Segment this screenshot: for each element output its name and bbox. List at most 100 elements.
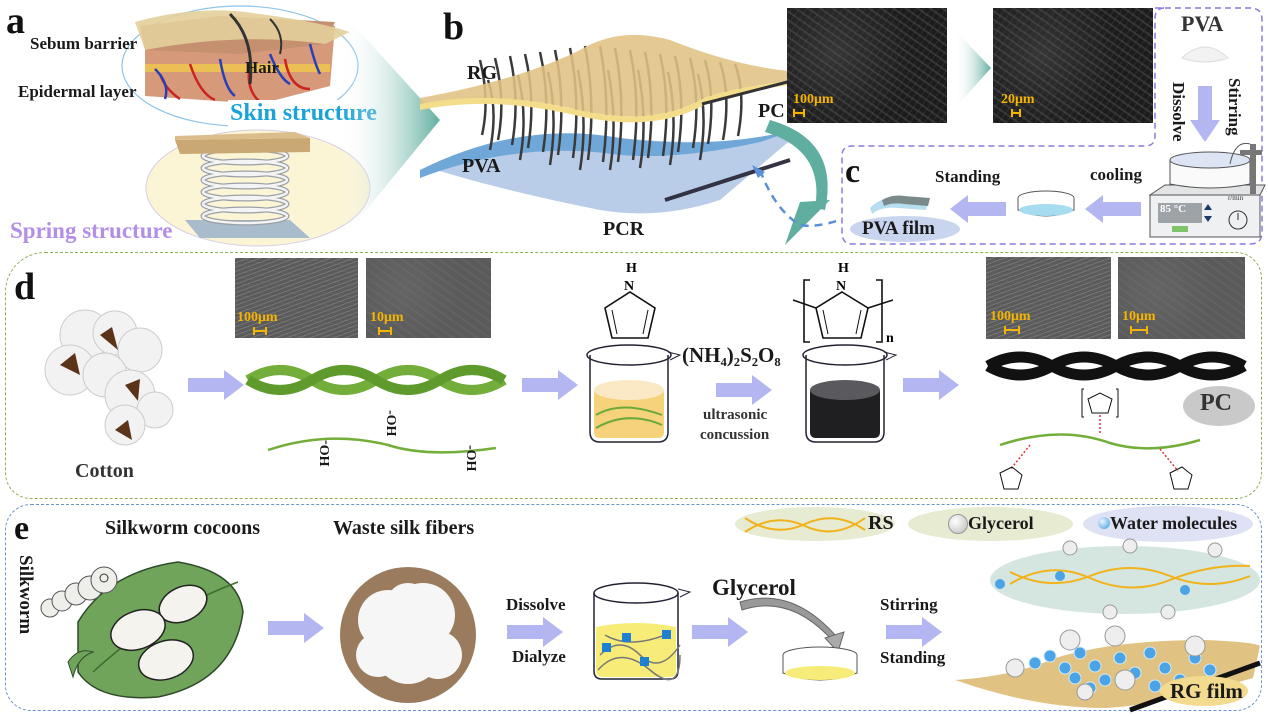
right-arrow-icon [716, 375, 772, 405]
label-pva: PVA [462, 155, 501, 177]
glycerol-molecule-icon [948, 514, 968, 534]
label-standing: Standing [935, 167, 1001, 186]
label-concussion: concussion [700, 427, 770, 443]
label-spring-structure: Spring structure [10, 218, 173, 243]
svg-text:N: N [836, 279, 846, 294]
sem-image-pc-fiber-10um: 10μm [1118, 257, 1245, 339]
label-waste-silk-fibers: Waste silk fibers [333, 517, 475, 539]
expand-arrow-icon [340, 10, 440, 242]
scale-label: 10μm [1122, 309, 1156, 324]
scale-label: 10μm [370, 310, 404, 325]
zoom-arrow-icon [955, 30, 991, 108]
petri-dish-yellow-icon [782, 646, 858, 681]
scale-bar [1130, 326, 1148, 334]
right-arrow-icon [903, 370, 959, 400]
label-cotton: Cotton [75, 460, 134, 482]
label-standing: Standing [880, 648, 946, 667]
pc-hydrogen-bond-diagram [999, 388, 1201, 490]
scale-label: 20μm [1001, 92, 1035, 107]
polypyrrole-structure-icon: H N n [792, 261, 894, 346]
pva-film-icon [870, 195, 930, 214]
sem-image-pc-fiber-100um: 100μm [986, 257, 1111, 339]
pc-fiber-twist-icon [985, 351, 1247, 381]
panel-d-border [5, 252, 1262, 499]
label-silkworm-cocoons: Silkworm cocoons [105, 517, 260, 539]
label-dissolve: Dissolve [506, 595, 566, 614]
left-arrow-icon [950, 195, 1006, 223]
skin-structure-illustration [121, 5, 359, 127]
label-silkworm-vertical: Silkworm [15, 555, 36, 635]
panel-e-border [5, 504, 1262, 711]
beaker-pyrrole-icon [586, 344, 682, 443]
svg-text:H: H [626, 261, 637, 276]
rs-glycerol-water-network [990, 538, 1260, 620]
label-hydroxyl-1: HO- [318, 440, 333, 467]
label-hydroxyl-3: -OH [463, 445, 478, 472]
label-sebum-barrier: Sebum barrier [30, 34, 138, 53]
scale-bar [1004, 326, 1020, 334]
hotplate-speed-unit: r/min [1228, 194, 1244, 202]
pva-powder-icon [1181, 46, 1229, 63]
scale-bar [793, 109, 805, 117]
scale-bar [1011, 109, 1021, 117]
legend-water-label: Water molecules [1110, 513, 1238, 533]
label-dialyze: Dialyze [512, 647, 566, 666]
sem-image-pc-100um: 100μm [787, 8, 947, 123]
label-stirring: Stirring [880, 595, 938, 614]
panel-c-letter: c [845, 153, 861, 190]
water-molecule-icon [1098, 517, 1110, 529]
panel-a-letter: a [6, 0, 25, 42]
sem-image-cotton-100um: 100μm [235, 258, 358, 338]
scale-bar [253, 327, 267, 335]
right-arrow-icon [522, 370, 578, 400]
legend-water [1083, 506, 1253, 542]
label-pva-film: PVA film [862, 218, 936, 239]
scale-label: 100μm [237, 310, 278, 325]
cotton-bolls-image [44, 309, 174, 446]
label-dissolve-vertical: Dissolve [1169, 82, 1188, 142]
svg-text:H: H [838, 261, 849, 276]
cellulose-chain-icon [267, 437, 497, 454]
label-hair: Hair [245, 58, 279, 77]
right-arrow-icon [692, 617, 748, 647]
sensor-layer-illustration [420, 34, 841, 245]
scale-bar [378, 327, 392, 335]
spring-structure-illustration [145, 129, 371, 247]
sem-image-cotton-10um: 10μm [366, 258, 491, 338]
right-arrow-icon [507, 617, 563, 647]
svg-text:N: N [624, 279, 634, 294]
scale-label: 100μm [793, 92, 834, 107]
right-arrow-icon [886, 617, 942, 647]
petri-dish-icon [1017, 190, 1075, 217]
rg-film-label-bg [1160, 676, 1248, 706]
legend-glycerol-label: Glycerol [968, 513, 1034, 533]
panel-e-letter: e [14, 510, 30, 547]
down-arrow-icon [1190, 86, 1220, 142]
hotplate-temperature: 85 °C [1160, 203, 1187, 215]
scale-label: 100μm [990, 309, 1031, 324]
label-cooling: cooling [1090, 165, 1142, 184]
pva-powder-title: PVA [1181, 11, 1224, 36]
beaker-silk-solution-icon [593, 582, 692, 681]
waste-silk-fibers-image [340, 567, 476, 703]
label-stirring-vertical: Stirring [1225, 78, 1244, 136]
glycerol-pour-arrow-icon [739, 597, 845, 653]
label-rg-film: RG film [1170, 679, 1243, 703]
left-arrow-icon [1085, 195, 1141, 223]
label-epidermal-layer: Epidermal layer [18, 82, 137, 101]
label-hydroxyl-2: -OH [383, 410, 398, 437]
sem-image-pc-20um: 20μm [993, 8, 1153, 123]
label-oxidant: (NH₄)₂S₂O₈ [682, 343, 781, 367]
panel-c-border [841, 7, 1263, 245]
pva-film-label-bg [850, 216, 960, 242]
cotton-fiber-twist-icon [245, 365, 507, 395]
svg-text:n: n [886, 331, 894, 346]
label-pc: PC [758, 100, 785, 122]
label-pc-product: PC [1200, 390, 1232, 416]
hotplate-stirrer-icon [1148, 142, 1266, 238]
panel-b-letter: b [443, 6, 465, 48]
pc-label-bg [1183, 386, 1255, 426]
label-rg: RG [467, 62, 497, 84]
label-ultrasonic: ultrasonic [703, 407, 768, 423]
label-pcr: PCR [603, 218, 645, 240]
